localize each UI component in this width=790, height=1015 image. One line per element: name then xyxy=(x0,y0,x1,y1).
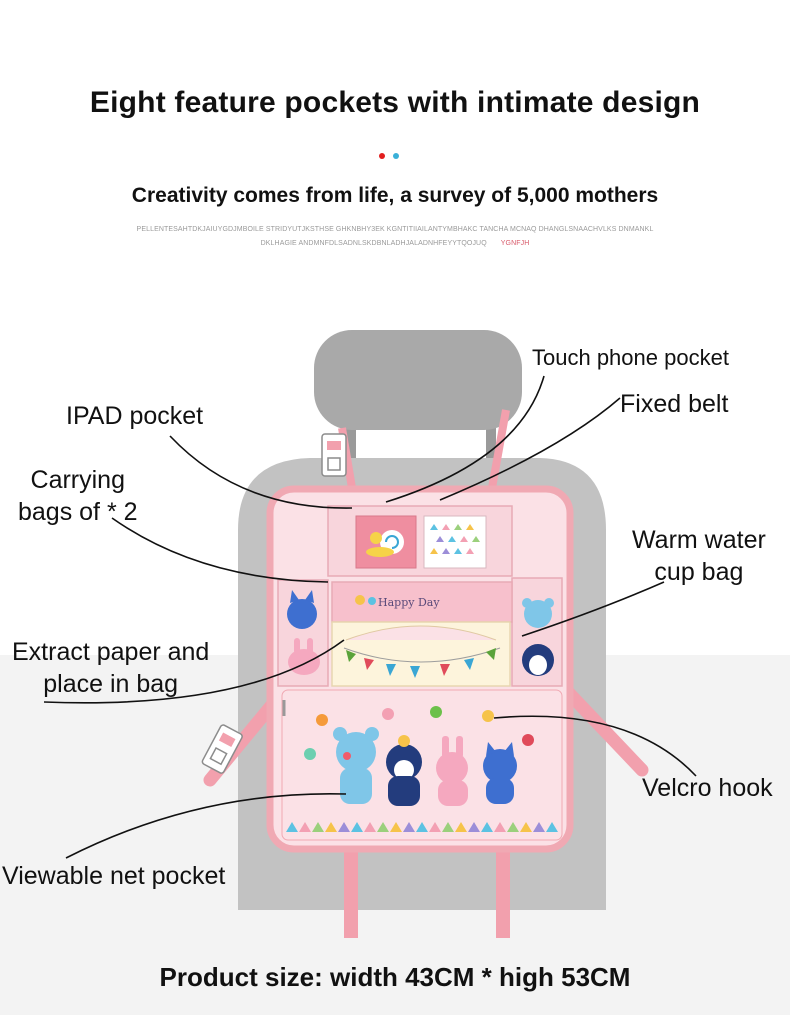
border-triangle xyxy=(312,822,324,832)
snail-head xyxy=(370,532,382,544)
bunny-character xyxy=(436,736,468,806)
left-side-bag xyxy=(277,579,329,687)
border-triangle xyxy=(520,822,532,832)
fine-print-text: DKLHAGIE ANDMNFDLSADNLSKDBNLADHJALADNHFE… xyxy=(260,240,487,247)
fine-print-line-2: DKLHAGIE ANDMNFDLSADNLSKDBNLADHJALADNHFE… xyxy=(0,240,790,247)
bottom-triangle-border xyxy=(286,822,558,832)
leader-velcro xyxy=(493,715,697,777)
strap-bottom-right xyxy=(496,846,510,938)
fine-print-line-1: PELLENTESAHTDKJAIUYGDJMBOILE STRIDYUTJKS… xyxy=(136,226,654,233)
leader-fixed-belt xyxy=(439,397,621,501)
headrest-post-left xyxy=(346,398,356,462)
border-triangle xyxy=(481,822,493,832)
leader-carrying xyxy=(111,517,329,583)
bunting-line xyxy=(343,647,501,663)
border-triangle xyxy=(455,822,467,832)
border-triangle xyxy=(429,822,441,832)
label-warm-line1: Warm water xyxy=(632,526,766,554)
left-bag-bunny xyxy=(288,649,320,675)
border-triangle xyxy=(494,822,506,832)
flower-yellow xyxy=(482,710,494,722)
border-triangle xyxy=(299,822,311,832)
label-touch-phone-pocket: Touch phone pocket xyxy=(532,345,729,370)
snail-spiral xyxy=(385,535,399,549)
red-dot xyxy=(379,153,385,159)
leader-extract xyxy=(43,639,345,704)
strap-bottom-left xyxy=(344,846,358,938)
border-triangle xyxy=(442,822,454,832)
label-carrying-bags: Carrying bags of * 2 xyxy=(18,464,138,528)
label-extract-paper: Extract paper and place in bag xyxy=(12,636,209,700)
page-subtitle: Creativity comes from life, a survey of … xyxy=(131,184,659,207)
leader-lines xyxy=(43,375,697,859)
leader-touch-phone xyxy=(385,375,545,503)
buckle-side xyxy=(201,724,243,774)
border-triangle xyxy=(546,822,558,832)
banner-text: Happy Day xyxy=(378,596,440,609)
border-triangle xyxy=(364,822,376,832)
left-bag-cat xyxy=(287,599,317,629)
label-extract-line2: place in bag xyxy=(43,670,179,698)
border-triangle xyxy=(533,822,545,832)
buckle-top xyxy=(321,433,347,477)
fine-print-highlight: YGNFJH xyxy=(500,240,530,247)
flower-pink xyxy=(382,708,394,720)
label-fixed-belt: Fixed belt xyxy=(620,390,729,418)
border-triangle xyxy=(286,822,298,832)
label-ipad-pocket: IPAD pocket xyxy=(66,402,204,430)
label-warm-line2: cup bag xyxy=(654,558,744,586)
snail-body xyxy=(366,547,394,557)
tissue-opening xyxy=(345,625,497,641)
label-velcro-hook: Velcro hook xyxy=(642,774,773,802)
bear-character xyxy=(333,727,379,804)
flower-red xyxy=(522,734,534,746)
label-extract-line1: Extract paper and xyxy=(12,638,210,666)
headrest xyxy=(314,330,522,430)
border-triangle xyxy=(325,822,337,832)
border-triangle xyxy=(403,822,415,832)
headrest-post-right xyxy=(486,398,496,462)
penguin-character xyxy=(386,735,422,806)
right-bag-bear xyxy=(524,600,552,628)
flower-teal xyxy=(304,748,316,760)
leader-warm-water xyxy=(521,581,665,637)
decorative-dots xyxy=(379,153,403,161)
flower-orange xyxy=(316,714,328,726)
leader-ipad xyxy=(169,435,353,509)
border-triangle xyxy=(416,822,428,832)
label-carrying-line1: Carrying xyxy=(30,466,125,494)
border-triangle xyxy=(377,822,389,832)
flower-green xyxy=(430,706,442,718)
strap-side-right xyxy=(559,683,649,777)
border-triangle xyxy=(507,822,519,832)
label-viewable-net-pocket: Viewable net pocket xyxy=(2,862,226,890)
border-triangle xyxy=(390,822,402,832)
border-triangle xyxy=(351,822,363,832)
bunting-flags xyxy=(346,648,496,678)
product-size-caption: Product size: width 43CM * high 53CM xyxy=(159,962,631,992)
blue-dot xyxy=(393,153,399,159)
page-title: Eight feature pockets with intimate desi… xyxy=(89,86,701,119)
border-triangle xyxy=(468,822,480,832)
cat-character xyxy=(483,742,517,804)
label-carrying-line2: bags of * 2 xyxy=(18,498,138,526)
label-warm-water-cup-bag: Warm water cup bag xyxy=(632,524,766,588)
border-triangle xyxy=(338,822,350,832)
mesh-triangles xyxy=(430,524,480,554)
leader-viewable xyxy=(65,792,347,859)
net-pocket xyxy=(281,689,563,841)
